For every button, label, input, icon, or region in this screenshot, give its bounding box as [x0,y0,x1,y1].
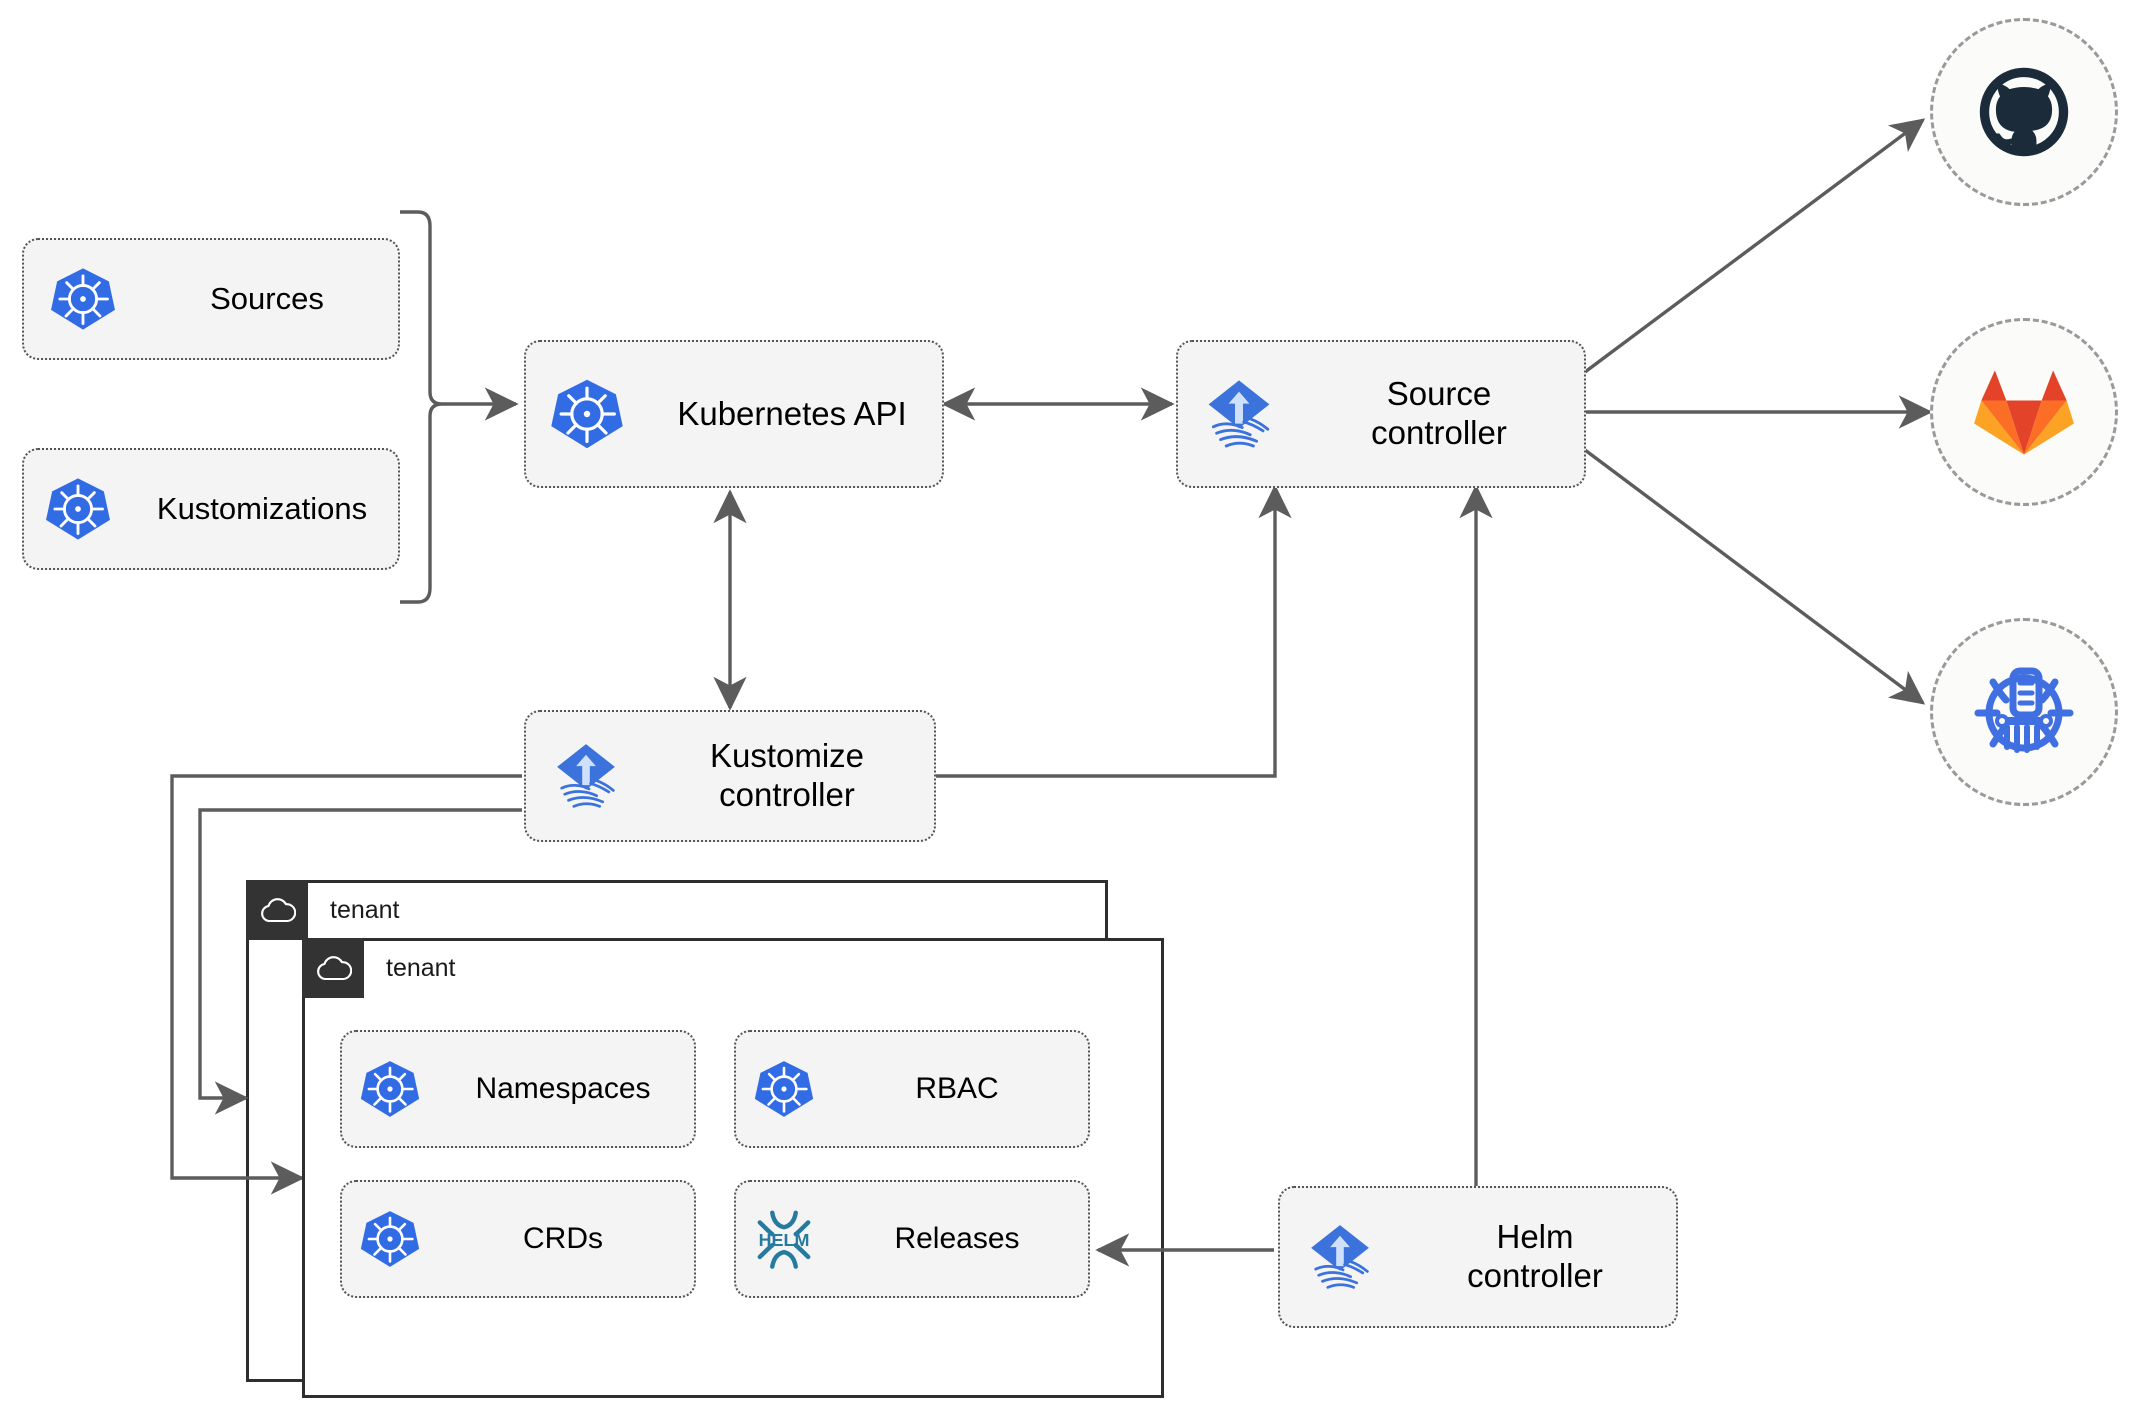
edge-kustomize-controller-tenant-outer [170,774,522,1195]
node-namespaces[interactable]: Namespaces [340,1030,696,1148]
tenant-label-outer: tenant [330,895,400,924]
flux-icon [1178,374,1300,454]
tenant-header-outer: tenant [246,880,400,940]
edge-kustomize-controller-tenant-inner [198,808,522,1115]
helm-repository-icon [1974,667,2074,753]
kubernetes-icon [526,376,648,452]
node-label-source-controller: Source controller [1371,375,1507,451]
node-releases[interactable]: HELM Releases [734,1180,1090,1298]
node-label-crds: CRDs [523,1222,603,1256]
gitlab-icon [1974,370,2074,455]
flux-icon [1280,1219,1400,1295]
kubernetes-icon [736,1058,832,1120]
node-label-kubernetes-api: Kubernetes API [677,394,907,432]
node-kubernetes-api[interactable]: Kubernetes API [524,340,944,488]
node-crds[interactable]: CRDs [340,1180,696,1298]
kubernetes-icon [342,1058,438,1120]
node-label-kustomize-controller: Kustomize controller [709,737,865,813]
node-label-releases: Releases [894,1222,1020,1256]
node-label-helm-controller: Helm controller [1467,1218,1603,1294]
node-helm-controller[interactable]: Helm controller [1278,1186,1678,1328]
node-kustomizations[interactable]: Kustomizations [22,448,400,570]
github-icon [1979,67,2069,157]
kubernetes-icon [24,265,142,333]
brace-sources-kustomizations [400,210,443,604]
tenant-container-inner: tenant [302,938,1164,1398]
node-label-sources: Sources [210,280,324,316]
node-sources[interactable]: Sources [22,238,400,360]
cloud-icon-inner [302,938,364,998]
node-label-kustomizations: Kustomizations [156,490,368,526]
cloud-icon-outer [246,880,308,940]
helm-logo-text: HELM [759,1230,810,1250]
node-label-rbac: RBAC [915,1072,999,1106]
helm-icon: HELM [736,1202,832,1276]
repository-gitlab[interactable] [1930,318,2118,506]
node-source-controller[interactable]: Source controller [1176,340,1586,488]
edge-kustomize-controller-source-controller [936,484,1292,778]
flux-icon [526,738,646,814]
kubernetes-icon [342,1208,438,1270]
tenant-label-inner: tenant [386,953,456,982]
node-kustomize-controller[interactable]: Kustomize controller [524,710,936,842]
edge-source-controller-helm-repository [1583,448,1926,705]
repository-github[interactable] [1930,18,2118,206]
tenant-header-inner: tenant [302,938,456,998]
edge-source-controller-github [1583,118,1926,374]
kubernetes-icon [24,475,132,543]
repository-helm[interactable] [1930,618,2118,806]
node-rbac[interactable]: RBAC [734,1030,1090,1148]
node-label-namespaces: Namespaces [475,1072,651,1106]
